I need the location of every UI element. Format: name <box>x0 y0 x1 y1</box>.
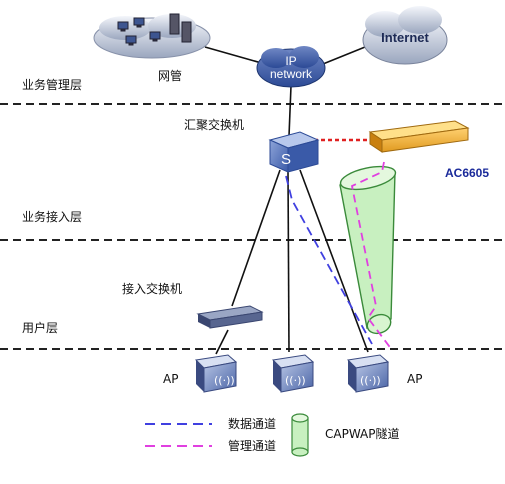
access-switch-icon <box>196 305 264 329</box>
link-nms-ipnetwork <box>204 46 266 65</box>
ap-right-label: AP <box>407 372 422 386</box>
legend: 数据通道 管理通道 CAPWAP隧道 <box>145 413 399 457</box>
link-aggregation-ap-right <box>299 169 369 353</box>
access-switch-label: 接入交换机 <box>122 281 182 296</box>
ip-network-cloud <box>256 46 326 88</box>
internet-cloud <box>362 6 448 65</box>
ac-device-icon <box>368 120 470 153</box>
legend-capwap-tunnel-swatch <box>291 413 309 457</box>
link-aggregation-ap-center <box>287 171 290 353</box>
internet-label: Internet <box>381 30 429 45</box>
svg-text:((·)): ((·)) <box>214 374 235 387</box>
layer-label-service-management: 业务管理层 <box>22 77 82 92</box>
data-channel-path <box>285 175 373 345</box>
link-access-switch-ap-left <box>215 329 229 355</box>
ap-left-label: AP <box>163 372 178 386</box>
computer-icon <box>117 13 192 46</box>
svg-text:((·)): ((·)) <box>285 374 306 387</box>
legend-management-channel-label: 管理通道 <box>228 438 276 453</box>
nms-label: 网管 <box>158 68 182 83</box>
link-aggregation-access-switch <box>231 169 281 307</box>
ip-network-label-line1: IP <box>285 54 296 68</box>
layer-label-service-access: 业务接入层 <box>22 209 82 224</box>
link-ipnetwork-internet <box>317 44 371 67</box>
legend-data-channel-label: 数据通道 <box>228 416 276 431</box>
ac-label: AC6605 <box>445 166 489 180</box>
capwap-tunnel <box>339 165 397 335</box>
legend-capwap-tunnel-label: CAPWAP隧道 <box>325 426 399 441</box>
svg-text:((·)): ((·)) <box>360 374 381 387</box>
nms-cloud <box>93 13 211 59</box>
aggregation-switch-glyph: S <box>281 151 291 168</box>
layer-label-user: 用户层 <box>22 320 58 335</box>
management-channel-path <box>350 161 393 351</box>
ap-left-icon: ((·)) <box>194 354 238 393</box>
ap-right-icon: ((·)) <box>346 354 390 393</box>
link-ipnetwork-aggregation <box>288 85 292 137</box>
ap-center-icon: ((·)) <box>271 354 315 393</box>
aggregation-switch-icon <box>268 131 320 173</box>
aggregation-switch-label: 汇聚交换机 <box>184 117 244 132</box>
ip-network-label-line2: network <box>270 67 313 81</box>
